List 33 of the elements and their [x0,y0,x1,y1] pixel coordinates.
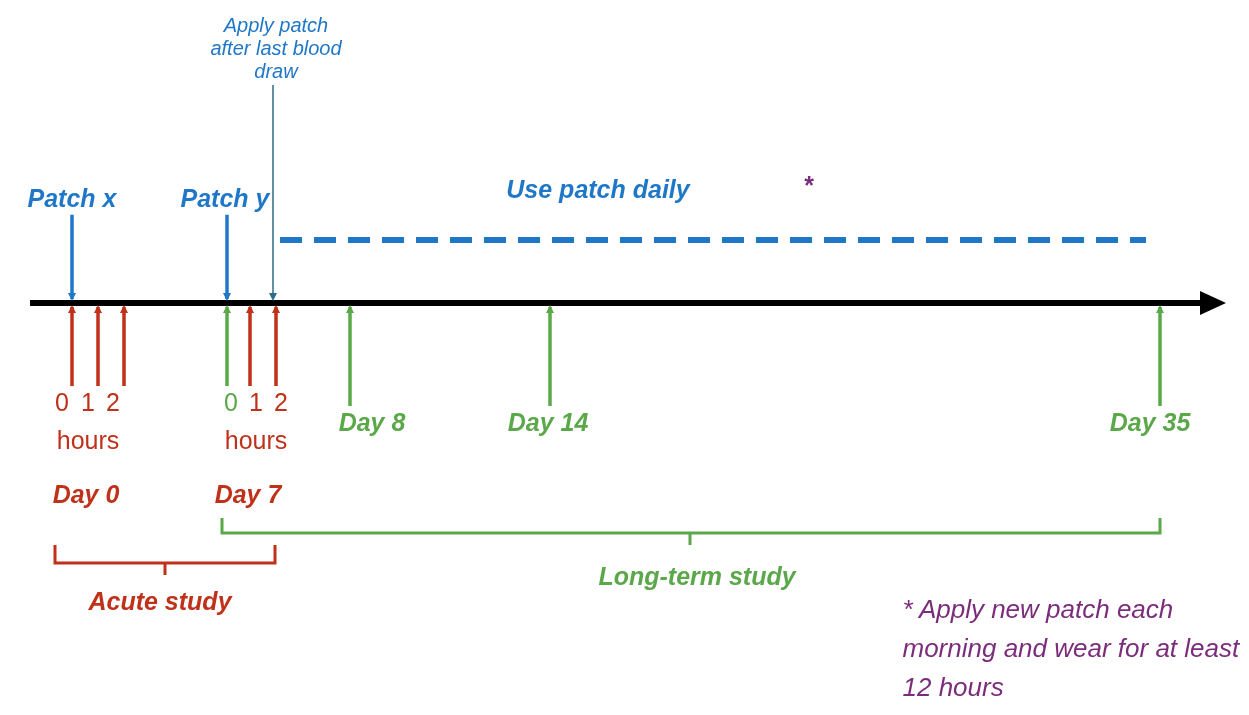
instruction-note: Apply patch after last blood draw [206,14,346,83]
day-label: Day 7 [214,480,282,509]
study-label: Acute study [88,587,232,616]
hour-label: 0 [224,388,238,417]
arrow [68,305,76,386]
hour-label: 2 [274,388,288,417]
footnote-marker: * [803,171,813,200]
hour-label: 1 [249,388,263,417]
arrow [223,305,231,386]
day-label: Day 35 [1109,408,1191,437]
arrow [94,305,102,386]
arrow [120,305,128,386]
arrow [272,305,280,386]
arrow [546,305,554,406]
patch-label: Patch y [180,184,270,213]
day-label: Day 8 [338,408,406,437]
hour-label: 0 [55,388,69,417]
daily-use-label: Use patch daily [506,175,690,204]
arrow [1156,305,1164,406]
arrow [68,214,76,301]
hours-label: hours [56,426,120,455]
day-label: Day 14 [507,408,589,437]
arrow [346,305,354,406]
day-label: Day 0 [52,480,120,509]
hours-label: hours [224,426,288,455]
arrow [269,84,277,301]
hour-label: 2 [106,388,120,417]
arrow [223,214,231,301]
arrow [246,305,254,386]
hour-label: 1 [81,388,95,417]
patch-label: Patch x [27,184,117,213]
footnote: * Apply new patch each morning and wear for at least 12 hours [902,593,1241,704]
study-label: Long-term study [598,562,796,591]
